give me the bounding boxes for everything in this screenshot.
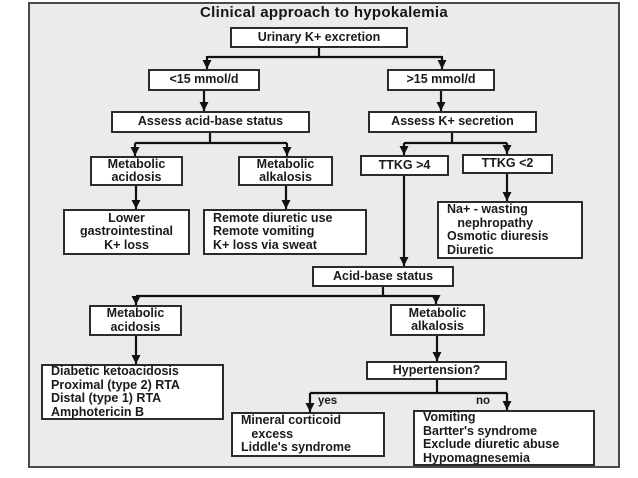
flowchart-title: Clinical approach to hypokalemia <box>200 4 448 21</box>
node-assess-acid-base-status: Assess acid-base status <box>111 111 310 133</box>
node-under-15-mmol-per-day: <15 mmol/d <box>148 69 260 91</box>
node-na-wasting-causes: Na+ - wasting nephropathy Osmotic diures… <box>437 201 583 259</box>
branch-label-no: no <box>476 395 491 407</box>
node-acid-base-status: Acid-base status <box>312 266 454 287</box>
node-metabolic-acidosis-2: Metabolic acidosis <box>89 305 182 336</box>
node-metabolic-alkalosis-1: Metabolic alkalosis <box>238 156 333 186</box>
node-hypertension-question: Hypertension? <box>366 361 507 380</box>
node-ttkg-under-2: TTKG <2 <box>462 154 553 174</box>
node-metabolic-alkalosis-2: Metabolic alkalosis <box>390 304 485 336</box>
node-assess-k-secretion: Assess K+ secretion <box>368 111 537 133</box>
node-hypertension-yes-causes: Mineral corticoid excess Liddle's syndro… <box>231 412 385 457</box>
node-urinary-k-excretion: Urinary K+ excretion <box>230 27 408 48</box>
node-metabolic-acidosis-1: Metabolic acidosis <box>90 156 183 186</box>
node-ttkg-over-4: TTKG >4 <box>360 155 449 176</box>
node-remote-causes: Remote diuretic use Remote vomiting K+ l… <box>203 209 367 255</box>
node-hypertension-no-causes: Vomiting Bartter's syndrome Exclude diur… <box>413 410 595 466</box>
branch-label-yes: yes <box>318 395 338 407</box>
node-lower-gi-k-loss: Lower gastrointestinal K+ loss <box>63 209 190 255</box>
node-over-15-mmol-per-day: >15 mmol/d <box>387 69 495 91</box>
node-acidosis-causes: Diabetic ketoacidosis Proximal (type 2) … <box>41 364 224 420</box>
